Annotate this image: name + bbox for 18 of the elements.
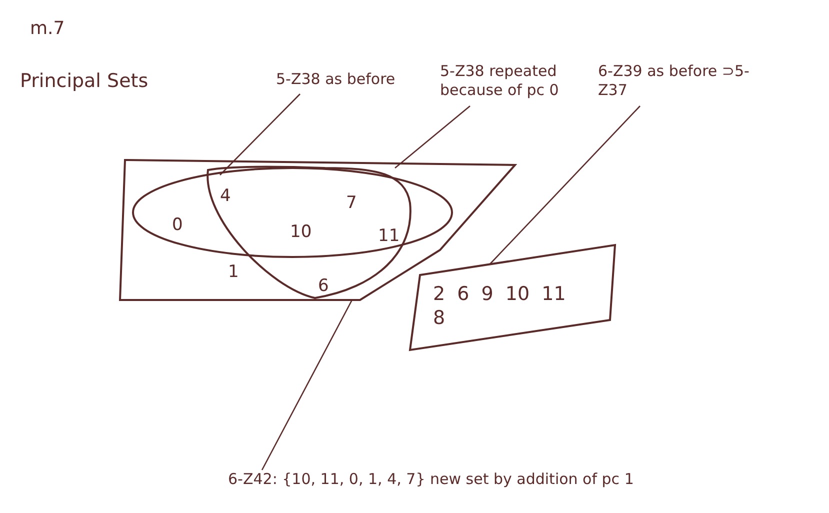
leader-line — [490, 106, 640, 264]
pitch-class-number: 0 — [172, 215, 183, 235]
pitch-class-list: 2 6 9 10 11 8 — [433, 282, 583, 330]
pitch-class-number: 6 — [318, 276, 329, 296]
leader-line — [261, 300, 353, 470]
leader-line — [394, 106, 470, 168]
heading: Principal Sets — [20, 70, 148, 92]
pitch-class-number: 10 — [290, 222, 312, 242]
leader-line — [220, 94, 300, 176]
pitch-class-number: 4 — [220, 186, 231, 206]
pitch-class-number: 1 — [228, 262, 239, 282]
pitch-class-number: 7 — [346, 193, 357, 213]
annotation-text: 6-Z39 as before ⊃5-Z37 — [598, 62, 750, 100]
annotation-text: 5-Z38 as before — [276, 70, 396, 89]
annotation-text: 5-Z38 repeated because of pc 0 — [440, 62, 560, 100]
annotation-text: 6-Z42: {10, 11, 0, 1, 4, 7} new set by addition of pc 1 — [228, 470, 635, 489]
pitch-class-number: 11 — [378, 226, 400, 246]
page-number: m.7 — [30, 18, 65, 39]
